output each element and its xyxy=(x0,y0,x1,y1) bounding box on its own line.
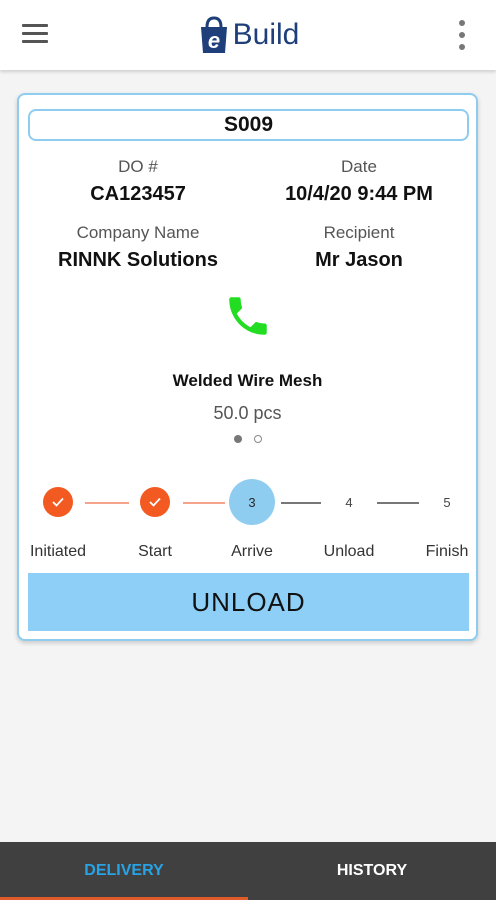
step-unload-indicator: 4 xyxy=(345,494,353,510)
date-field: Date 10/4/20 9:44 PM xyxy=(249,157,469,206)
step-connector xyxy=(281,502,321,504)
delivery-card[interactable]: S009 DO # CA123457 Date 10/4/20 9:44 PM … xyxy=(17,93,478,641)
logo-letter: e xyxy=(208,28,220,53)
phone-call-icon[interactable] xyxy=(223,291,273,341)
recipient-label: Recipient xyxy=(323,223,395,242)
step-initiated-check-icon xyxy=(43,487,73,517)
step-connector xyxy=(85,502,129,504)
bottom-navigation: DELIVERY HISTORY xyxy=(0,842,496,900)
logo-text: Build xyxy=(232,18,300,51)
step-label-unload: Unload xyxy=(323,543,375,560)
more-options-icon[interactable] xyxy=(458,20,466,50)
shopping-bag-logo-icon: e xyxy=(200,16,227,53)
company-field: Company Name RINNK Solutions xyxy=(28,223,248,272)
step-finish-indicator: 5 xyxy=(443,494,451,510)
step-start-check-icon xyxy=(140,487,170,517)
step-label-arrive: Arrive xyxy=(231,543,273,560)
step-label-finish: Finish xyxy=(425,543,469,560)
recipient-field: Recipient Mr Jason xyxy=(249,223,469,272)
step-label-initiated: Initiated xyxy=(29,543,87,560)
progress-stepper: 3 4 5 Initiated Start Arrive Unload Fini… xyxy=(19,475,476,560)
tab-delivery[interactable]: DELIVERY xyxy=(0,842,248,900)
step-connector xyxy=(183,502,225,504)
page-dot[interactable] xyxy=(253,435,262,443)
company-value: RINNK Solutions xyxy=(58,249,218,271)
step-connector xyxy=(377,502,419,504)
recipient-value: Mr Jason xyxy=(315,249,403,271)
page-indicator xyxy=(19,435,476,443)
step-arrive-indicator: 3 xyxy=(229,479,275,525)
product-name: Welded Wire Mesh xyxy=(172,371,323,390)
app-logo: e Build xyxy=(197,15,300,55)
unload-button[interactable]: UNLOAD xyxy=(28,573,469,631)
date-value: 10/4/20 9:44 PM xyxy=(285,183,433,205)
page-dot-active[interactable] xyxy=(233,435,242,443)
tab-history[interactable]: HISTORY xyxy=(336,862,408,879)
hamburger-menu-icon[interactable] xyxy=(22,24,48,46)
do-number-field: DO # CA123457 xyxy=(28,157,248,206)
do-number-value: CA123457 xyxy=(90,183,186,205)
app-bar: e Build xyxy=(0,0,496,70)
company-label: Company Name xyxy=(76,223,200,242)
date-label: Date xyxy=(341,157,377,176)
product-quantity: 50.0 pcs xyxy=(213,403,282,423)
do-number-label: DO # xyxy=(118,157,158,176)
delivery-id: S009 xyxy=(28,109,469,141)
step-label-start: Start xyxy=(138,543,172,560)
